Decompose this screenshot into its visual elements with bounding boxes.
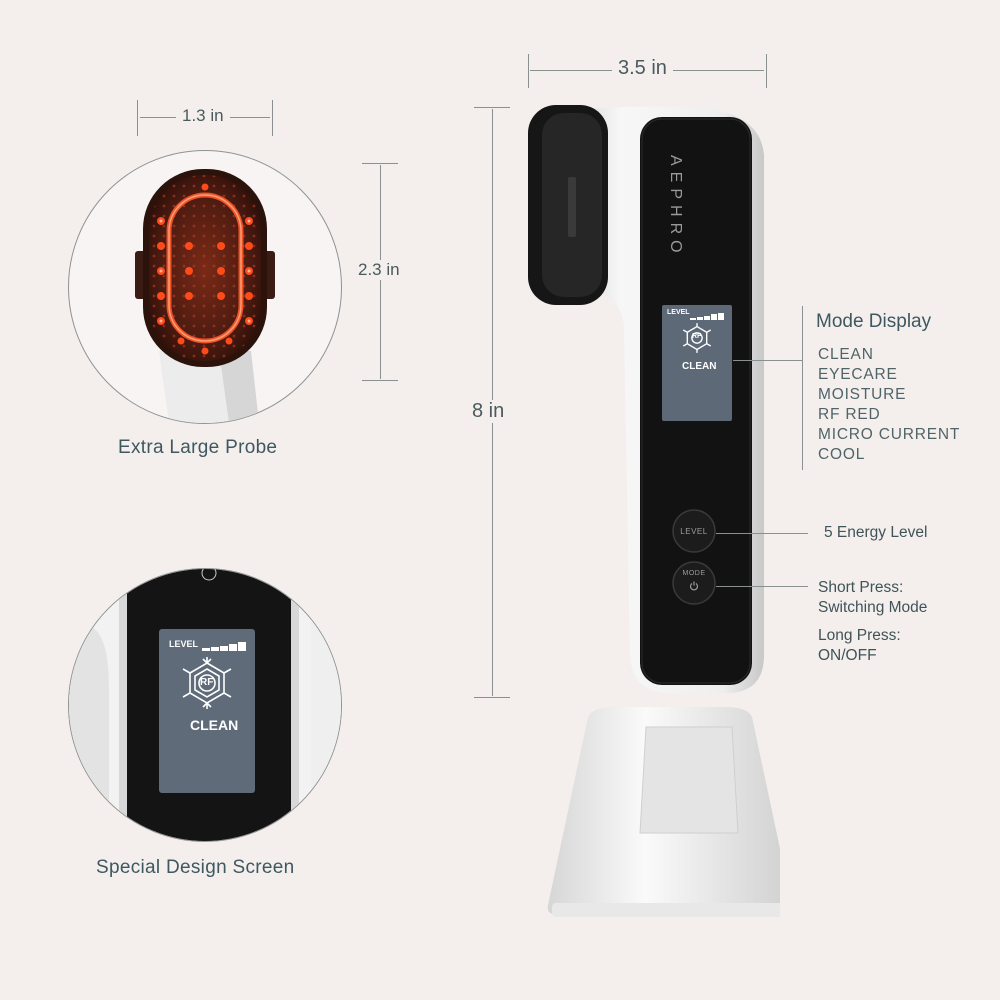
level-annotation: 5 Energy Level [824,524,928,541]
mode-item: MICRO CURRENT [818,426,961,443]
short-press-annotation: Short Press: Switching Mode [818,578,927,618]
mode-list: CLEAN EYECARE MOISTURE RF RED MICRO CURR… [818,345,960,465]
probe-closeup-circle [68,150,342,424]
short-press-line-1: Short Press: [818,579,904,596]
level-button-label: LEVEL [680,526,708,536]
width-total-label: 3.5 in [612,57,673,80]
screen-mode-label: CLEAN [190,717,239,733]
mode-item: RF RED [818,406,881,423]
mode-item: CLEAN [818,346,874,363]
device-screen-mode-label: CLEAN [682,361,717,372]
probe-caption: Extra Large Probe [118,437,278,458]
long-press-annotation: Long Press: ON/OFF [818,626,901,666]
screen-rf-label: RF [200,677,214,688]
screen-level-label: LEVEL [169,639,199,649]
height-total-label: 8 in [466,400,511,423]
short-press-line-2: Switching Mode [818,599,928,616]
device-screen-level-bars [690,308,726,326]
mode-button-label: MODE [682,570,706,577]
screen-closeup-circle: LEVEL RF CLEAN [68,568,342,842]
device: AEPHRO LEVEL RF CLEAN LEVEL MODE [520,95,796,925]
mode-item: EYECARE [818,366,898,383]
screen-caption: Special Design Screen [96,857,295,878]
device-screen-rf-label: RF [692,333,702,340]
screen-illustration [69,569,341,841]
mode-item: MOISTURE [818,386,907,403]
mode-button[interactable]: MODE [673,562,715,604]
level-button[interactable]: LEVEL [673,510,715,552]
power-icon [689,578,699,596]
probe-width-label: 1.3 in [176,106,230,126]
long-press-line-2: ON/OFF [818,647,877,664]
mode-item: COOL [818,446,866,463]
probe-height-label: 2.3 in [352,260,406,280]
device-screen-level-label: LEVEL [667,309,690,316]
mode-display-title: Mode Display [816,311,932,332]
device-screen-rf-icon [681,322,713,359]
device-body [528,105,796,917]
screen-rf-icon [179,655,235,716]
brand-logo: AEPHRO [667,155,684,259]
screen-level-bars [202,639,248,657]
long-press-line-1: Long Press: [818,627,901,644]
probe-illustration [135,169,275,423]
